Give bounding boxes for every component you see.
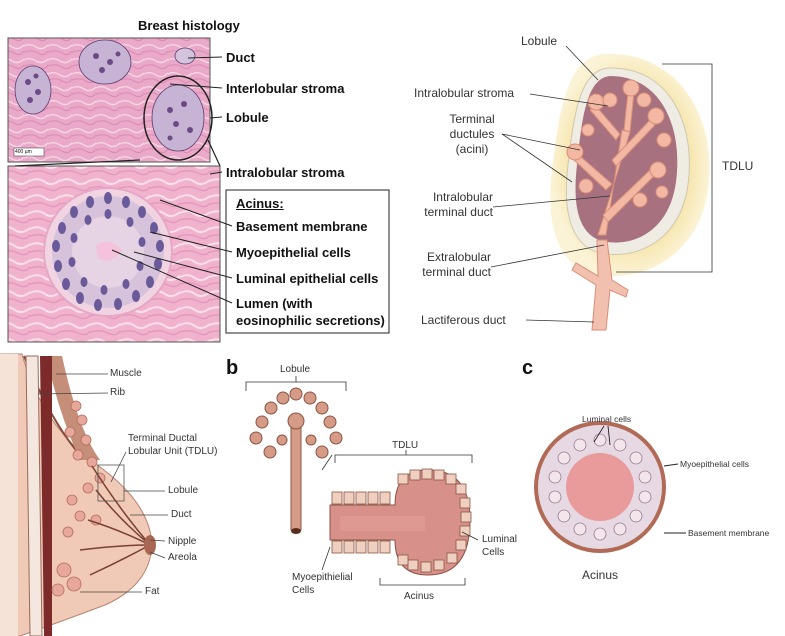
- tdlu-breast-label-2: Lobular Unit (TDLU): [128, 446, 218, 457]
- panel-b-acinus-label: Acinus: [404, 591, 435, 602]
- lumen-label-2: eosinophilic secretions): [236, 313, 385, 328]
- basement-membrane-label: Basement membrane: [236, 219, 368, 234]
- acinus-heading: Acinus:: [236, 196, 284, 211]
- intralobular-terminal-duct-label-2: terminal duct: [424, 205, 493, 219]
- lobule-label: Lobule: [226, 110, 269, 125]
- tdlu-illustration: [550, 53, 710, 331]
- panel-b-myo-label-1: Myoepithielial: [292, 572, 353, 583]
- breast-duct-label: Duct: [171, 509, 192, 520]
- extralobular-terminal-duct-label-2: terminal duct: [422, 265, 491, 279]
- panel-c-luminal-cells-label: Luminal cells: [582, 414, 632, 424]
- intralobular-terminal-duct-label-1: Intralobular: [432, 190, 493, 204]
- interlobular-stroma-label: Interlobular stroma: [226, 81, 345, 96]
- panel-c-leaders: [593, 425, 686, 534]
- fat-label: Fat: [145, 586, 160, 597]
- tdlu-lobule-label: Lobule: [521, 34, 558, 48]
- scale-bar-label: 400 µm: [15, 149, 32, 155]
- tdlu-breast-label-1: Terminal Ductal: [128, 433, 197, 444]
- panel-b-drawing: [249, 387, 472, 576]
- acinus-box: [225, 189, 390, 334]
- tdlu-intralobular-stroma-label: Intralobular stroma: [414, 86, 515, 100]
- panel-b-myo-label-2: Cells: [292, 585, 315, 596]
- panel-b-luminal-label-2: Cells: [482, 547, 505, 558]
- panel-b-lobule-label: Lobule: [280, 364, 311, 375]
- panel-b-luminal-label-1: Luminal: [482, 534, 518, 545]
- terminal-ductules-label-1: Terminal: [449, 112, 495, 126]
- panel-b-letter: b: [226, 357, 239, 379]
- extralobular-terminal-duct-label-1: Extralobular: [426, 250, 491, 264]
- panel-c-letter: c: [522, 357, 534, 379]
- breast-cross-section: [0, 353, 156, 636]
- histology-high-power: [7, 165, 221, 343]
- duct-tree: [566, 79, 672, 236]
- cell-layer: [331, 468, 472, 573]
- areola-label: Areola: [168, 552, 197, 563]
- panel-c-myoepithelial-label: Myoepithelial cells: [680, 459, 749, 469]
- histology-low-power: [7, 37, 213, 163]
- panel-b-brackets: [245, 376, 479, 586]
- histology-leaders: [111, 56, 233, 304]
- intralobular-stroma-label: Intralobular stroma: [226, 165, 345, 180]
- panel-c-basement-membrane-label: Basement membrane: [688, 528, 770, 538]
- duct-label: Duct: [226, 50, 255, 65]
- terminal-ductules-label-2: ductules: [449, 127, 495, 141]
- breast-leaders: [37, 373, 168, 593]
- lobule-cluster: [14, 39, 205, 152]
- panel-c-cells: [548, 433, 652, 541]
- tdlu-leaders: [490, 45, 713, 323]
- luminal-epithelial-cells-label: Luminal epithelial cells: [236, 271, 379, 286]
- panel-b-tdlu-label: TDLU: [392, 440, 419, 451]
- muscle-label: Muscle: [110, 368, 142, 379]
- terminal-ductules-label-3: (acini): [455, 142, 489, 156]
- lumen-label: Lumen (with: [236, 296, 313, 311]
- panel-c-acinus-label: Acinus: [582, 568, 619, 582]
- tdlu-bracket-label: TDLU: [722, 159, 754, 173]
- acinus-nuclei: [52, 192, 164, 311]
- lobule-schematic: [249, 387, 343, 531]
- breast-lobule-label: Lobule: [168, 485, 199, 496]
- rib-label: Rib: [110, 387, 126, 398]
- myoepithelial-cells-label: Myoepithelial cells: [236, 245, 351, 260]
- histology-title: Breast histology: [138, 18, 240, 33]
- lactiferous-duct-label: Lactiferous duct: [421, 313, 506, 327]
- scale-bar: [13, 147, 45, 157]
- lobule-clusters: [51, 400, 106, 597]
- nipple-label: Nipple: [168, 536, 197, 547]
